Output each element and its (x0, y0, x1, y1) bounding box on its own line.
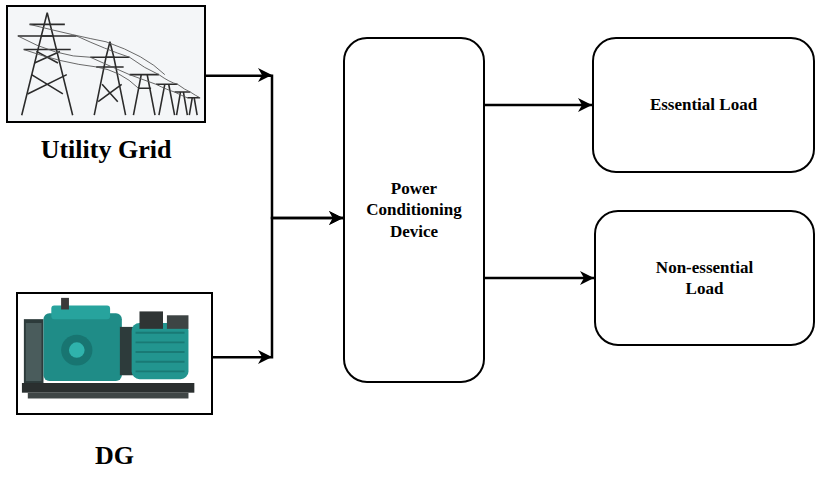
box-text: Non-essential Load (640, 257, 770, 300)
generator-node: DG (16, 292, 213, 471)
arrow-connector (485, 104, 592, 107)
box-text: Essential Load (614, 94, 794, 115)
picture-frame (6, 5, 206, 123)
transmission-tower-illustration (8, 7, 204, 121)
arrowhead (258, 350, 272, 364)
node-label: Utility Grid (6, 135, 206, 165)
box-text: Power Conditioning Device (355, 178, 473, 242)
load-box: Non-essential Load (594, 210, 815, 346)
node-label: DG (16, 441, 213, 471)
diesel-generator-illustration (18, 294, 211, 413)
load-box: Essential Load (592, 37, 815, 173)
picture-frame (16, 292, 213, 415)
arrow-connector (485, 277, 594, 280)
text-wrap: Essential Load (614, 94, 794, 115)
text-wrap: Power Conditioning Device (355, 178, 473, 242)
arrow-connector (206, 76, 343, 218)
arrow-connector (213, 218, 343, 357)
text-wrap: Non-essential Load (640, 257, 770, 300)
arrowhead (258, 68, 272, 82)
grid-node: Utility Grid (6, 5, 206, 165)
process-box: Power Conditioning Device (343, 37, 485, 383)
